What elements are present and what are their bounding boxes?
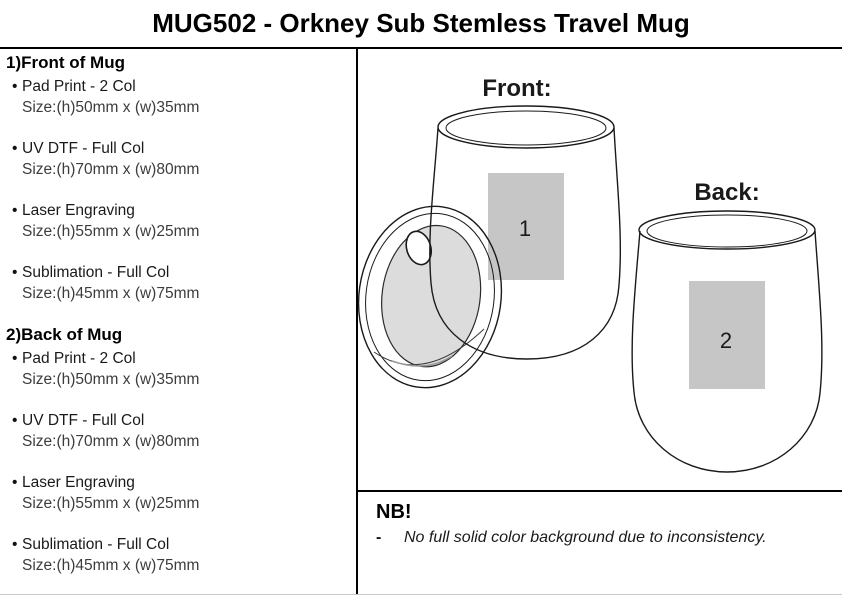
print-specs-panel: 1)Front of Mug • Pad Print - 2 Col Size:… (6, 52, 352, 595)
print-area-2-number: 2 (720, 328, 732, 353)
spec-item: • Pad Print - 2 Col Size:(h)50mm x (w)35… (6, 348, 352, 390)
spec-item: • Sublimation - Full Col Size:(h)45mm x … (6, 534, 352, 576)
nb-divider-line (358, 490, 842, 492)
print-method: Sublimation - Full Col (22, 536, 170, 553)
column-divider-line (356, 47, 358, 595)
front-view-label: Front: (482, 75, 551, 102)
spec-item: • UV DTF - Full Col Size:(h)70mm x (w)80… (6, 410, 352, 452)
print-method: Sublimation - Full Col (22, 264, 170, 281)
print-size: Size:(h)55mm x (w)25mm (22, 223, 200, 240)
print-size: Size:(h)55mm x (w)25mm (22, 495, 200, 512)
lid-rim-arc (373, 328, 485, 366)
mug-diagram: Front: Back: 1 2 (357, 75, 823, 473)
back-mug-rim-inner (646, 214, 808, 248)
section-heading: 2)Back of Mug (6, 325, 123, 344)
print-area-1-rect (488, 173, 564, 280)
spec-item: • Laser Engraving Size:(h)55mm x (w)25mm (6, 472, 352, 514)
bullet-icon: • (12, 264, 18, 281)
back-view-label: Back: (694, 179, 759, 206)
spec-item: • Pad Print - 2 Col Size:(h)50mm x (w)35… (6, 76, 352, 118)
print-area-2-rect (689, 281, 765, 389)
nb-dash: - (376, 529, 382, 546)
page-title: MUG502 - Orkney Sub Stemless Travel Mug (152, 8, 690, 38)
spec-item: • Sublimation - Full Col Size:(h)45mm x … (6, 262, 352, 304)
bullet-icon: • (12, 140, 18, 157)
bullet-icon: • (12, 78, 18, 95)
print-method: UV DTF - Full Col (22, 412, 145, 429)
lid-outer-outline (357, 205, 503, 389)
front-mug-rim-inner (445, 110, 607, 146)
title-divider-line (0, 47, 842, 49)
front-mug-body-outline (429, 127, 622, 360)
bullet-icon: • (12, 350, 18, 367)
print-size: Size:(h)70mm x (w)80mm (22, 433, 200, 450)
bullet-icon: • (12, 536, 18, 553)
bullet-icon: • (12, 474, 18, 491)
spec-item: • UV DTF - Full Col Size:(h)70mm x (w)80… (6, 138, 352, 180)
print-method: Laser Engraving (22, 202, 135, 219)
back-mug-body-outline (631, 230, 823, 473)
bullet-icon: • (12, 412, 18, 429)
lid-face (381, 224, 482, 368)
print-size: Size:(h)70mm x (w)80mm (22, 161, 200, 178)
front-mug-rim-outer (437, 105, 615, 149)
print-size: Size:(h)45mm x (w)75mm (22, 557, 200, 574)
nb-note-text: No full solid color background due to in… (404, 529, 767, 546)
lid-group (357, 205, 503, 389)
nb-section: NB! - No full solid color background due… (376, 500, 826, 548)
nb-heading: NB! (376, 501, 412, 523)
lid-rim-arc-light (391, 355, 453, 367)
front-of-mug-section: 1)Front of Mug • Pad Print - 2 Col Size:… (6, 52, 352, 304)
print-method: Pad Print - 2 Col (22, 350, 136, 367)
print-area-1-number: 1 (519, 216, 531, 241)
print-method: Pad Print - 2 Col (22, 78, 136, 95)
print-method: UV DTF - Full Col (22, 140, 145, 157)
print-method: Laser Engraving (22, 474, 135, 491)
back-of-mug-section: 2)Back of Mug • Pad Print - 2 Col Size:(… (6, 324, 352, 576)
print-size: Size:(h)50mm x (w)35mm (22, 371, 200, 388)
lid-inner-outline (365, 212, 495, 382)
spec-item: • Laser Engraving Size:(h)55mm x (w)25mm (6, 200, 352, 242)
back-mug-rim-outer (638, 210, 816, 250)
bullet-icon: • (12, 202, 18, 219)
print-size: Size:(h)50mm x (w)35mm (22, 99, 200, 116)
print-size: Size:(h)45mm x (w)75mm (22, 285, 200, 302)
section-heading: 1)Front of Mug (6, 53, 125, 72)
nb-note-line: - No full solid color background due to … (376, 528, 826, 548)
